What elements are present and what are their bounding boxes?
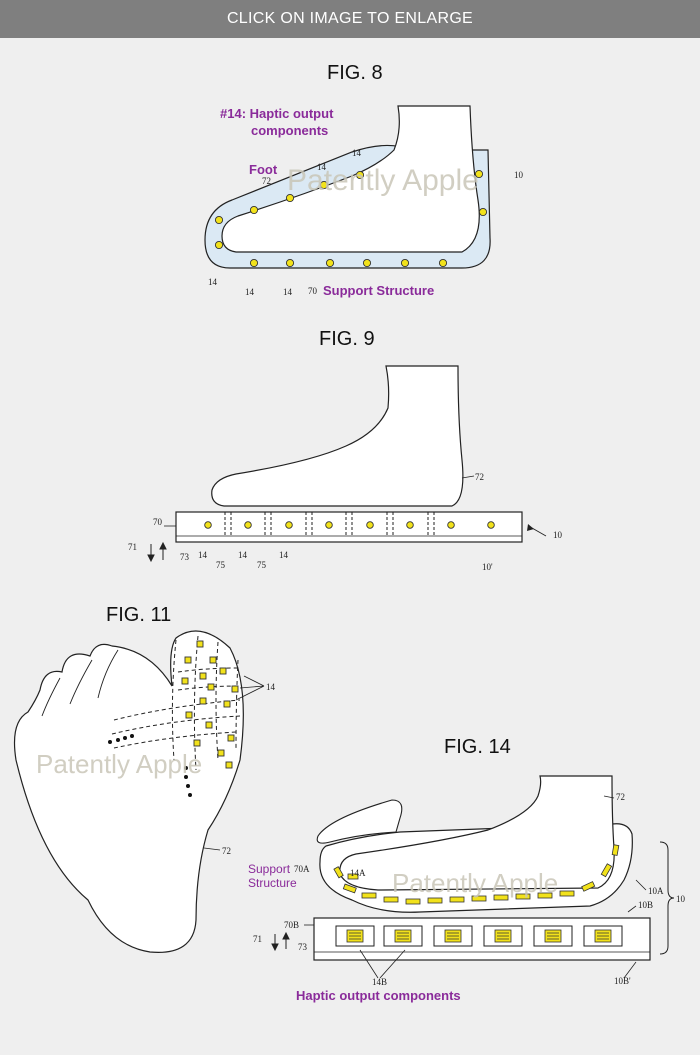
fig11-haptic-squares: [181, 640, 239, 769]
fig9-ref-75b: 75: [257, 560, 267, 570]
fig14-ref-72: 72: [616, 792, 625, 802]
fig11-title: FIG. 11: [106, 604, 172, 626]
fig8-haptic-dots: [214, 169, 488, 268]
fig9-ref-10p: 10': [482, 562, 493, 572]
fig9-direction-arrows: [147, 541, 167, 563]
fig8-haptic-label-line2: components: [251, 123, 328, 138]
fig14-ref-14a: 14A: [350, 868, 366, 878]
watermark-fig8: Patently Apple: [287, 164, 479, 197]
fig14-support-label-line2: Structure: [248, 876, 297, 890]
fig8-foot: [221, 105, 480, 253]
fig9-drawing: 72 70 10 10' 14 14 14 75 75 71 73: [128, 365, 563, 572]
fig14-title: FIG. 14: [444, 736, 511, 758]
fig14-ref-10: 10: [676, 894, 686, 904]
fig9-ref-73: 73: [180, 552, 190, 562]
enlarge-image-banner[interactable]: CLICK ON IMAGE TO ENLARGE: [0, 0, 700, 38]
fig8-support-label: Support Structure: [323, 283, 434, 298]
fig9-ref-10: 10: [553, 530, 563, 540]
fig14-ref-14b: 14B: [372, 977, 387, 987]
fig8-ref-10: 10: [514, 170, 524, 180]
fig8-ref-70: 70: [308, 286, 318, 296]
fig14-ref-71: 71: [253, 934, 262, 944]
fig14-support-label-line1: Support: [248, 862, 291, 876]
fig14-ref-70a: 70A: [294, 864, 310, 874]
fig8-foot-label: Foot: [249, 162, 278, 177]
fig9-ref-72: 72: [475, 472, 484, 482]
fig9-haptic-dots: [204, 521, 495, 529]
fig9-ref-14c: 14: [279, 550, 289, 560]
fig11-ref-14: 14: [266, 682, 276, 692]
fig9-ref-70: 70: [153, 517, 163, 527]
fig14-ref-10b: 10B: [638, 900, 653, 910]
fig8-ref-14b: 14: [352, 148, 362, 158]
fig14-direction-arrows: [271, 931, 290, 952]
fig14-ref-10a: 10A: [648, 886, 664, 896]
fig9-ref-71: 71: [128, 542, 137, 552]
fig8-drawing: #14: Haptic output components Foot Suppo…: [204, 105, 524, 298]
fig8-title: FIG. 8: [327, 62, 383, 84]
fig8-ref-72: 72: [262, 176, 271, 186]
fig14-ref-73: 73: [298, 942, 308, 952]
fig8-ref-14e: 14: [283, 287, 293, 297]
fig9-ref-75a: 75: [216, 560, 226, 570]
fig8-ref-14a: 14: [317, 162, 327, 172]
fig9-title: FIG. 9: [319, 328, 375, 350]
fig9-support-structure: [175, 511, 523, 543]
fig14-drawing: 72 70A 14A 10A 10 10B 70B 71 73 14B 10B'…: [248, 775, 686, 1003]
fig8-ref-14c: 14: [208, 277, 218, 287]
fig11-ref-72: 72: [222, 846, 231, 856]
fig14-ref-70b: 70B: [284, 920, 299, 930]
fig14-ref-10bp: 10B': [614, 976, 631, 986]
watermark-fig11: Patently Apple: [36, 749, 202, 779]
fig11-drawing: 14 72 Patently Apple: [13, 630, 276, 953]
fig14-haptic-label: Haptic output components: [296, 988, 461, 1003]
fig8-ref-14d: 14: [245, 287, 255, 297]
fig9-foot: [211, 365, 464, 507]
fig8-haptic-label-line1: #14: Haptic output: [220, 106, 334, 121]
fig9-ref-14b: 14: [238, 550, 248, 560]
fig14-support-structure: [316, 799, 403, 844]
fig11-foot: [13, 630, 244, 953]
fig9-ref-14a: 14: [198, 550, 208, 560]
fig14-haptic-strips: [333, 844, 620, 905]
watermark-fig14: Patently Apple: [392, 868, 558, 898]
fig11-sensor-dots: [108, 734, 192, 797]
